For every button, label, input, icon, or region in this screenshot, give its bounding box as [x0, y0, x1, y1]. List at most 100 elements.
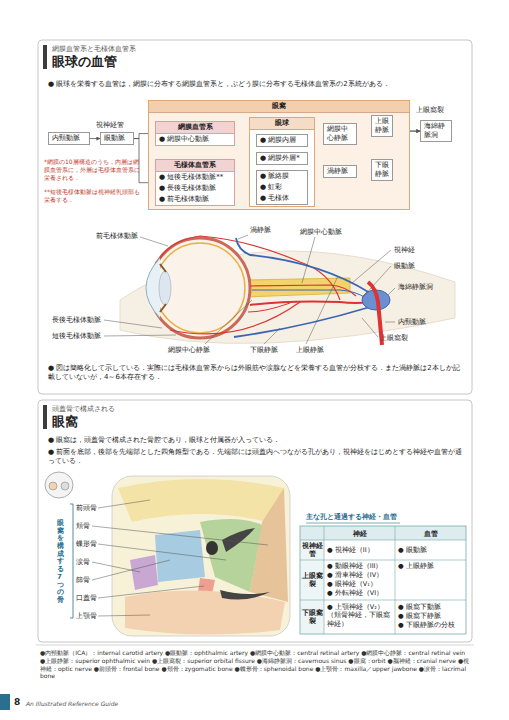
- region-box: 眼球 ● 網膜内層 ● 網膜外層* ● 脈絡膜● 虹彩● 毛様体: [249, 117, 315, 207]
- part-label: 短後毛様体動脈: [52, 332, 101, 340]
- table-cell: ● 滑車神経（IV）: [327, 571, 393, 579]
- box-text: 海綿静脈洞: [421, 121, 451, 141]
- skull-icon: [45, 472, 73, 498]
- box-heading: 眼窩: [149, 101, 409, 113]
- part-label: 下眼静脈: [250, 346, 278, 354]
- box-text: ● 脈絡膜: [257, 171, 307, 182]
- table-cell: ● 視神経（II）: [327, 546, 393, 554]
- table-cell: ● 上顎神経（V₂）（頬骨神経，下眼窩神経）: [327, 603, 393, 628]
- vein-box: 下眼静脈: [371, 159, 393, 181]
- part-label: 視神経管: [96, 121, 124, 129]
- part-label: 眼動脈: [394, 262, 415, 270]
- table-grid: [300, 523, 466, 634]
- table-cell: ● 上眼静脈: [398, 562, 464, 570]
- tissue-box: ● 網膜内層: [256, 134, 308, 147]
- tissue-box: ● 網膜外層*: [256, 152, 308, 165]
- part-label: 網膜中心静脈: [168, 346, 210, 354]
- bullet-text: ● 眼球を栄養する血管は，網膜に分布する網膜血管系と，ぶどう膜に分布する毛様体血…: [48, 80, 463, 89]
- subheading: 頭蓋骨で構成される: [52, 405, 115, 413]
- part-label: 長後毛様体動脈: [52, 316, 101, 324]
- bracket: [70, 504, 73, 618]
- orbit-illustration: [112, 476, 290, 636]
- part-label: 海綿静脈洞: [398, 283, 433, 291]
- connector-arrow: [90, 138, 100, 139]
- bone-label: 蝶形骨: [76, 540, 97, 548]
- bone-label: 上顎骨: [76, 612, 97, 620]
- table-cell: ● 動眼神経（III）: [327, 562, 393, 570]
- bone-label: 口蓋骨: [76, 594, 97, 602]
- box-text: ● 虹彩: [257, 182, 307, 193]
- part-label: 上眼窩裂: [380, 334, 408, 342]
- box-text: 上眼静脈: [372, 116, 392, 136]
- bone-label: 頬骨: [76, 522, 90, 530]
- box-text: ● 網膜外層*: [257, 153, 307, 164]
- subheading: 網膜血管系と毛様体血管系: [52, 45, 136, 53]
- vertical-label: 眼窩を構成する7つの骨: [57, 520, 64, 605]
- table-cell: ● 眼動脈: [398, 546, 464, 554]
- section-frame: [38, 40, 472, 394]
- heading-bar: [43, 45, 47, 69]
- table-rowhead: 上眼窩裂: [300, 572, 324, 589]
- leader-lines: [104, 235, 395, 344]
- table-cell: ● 眼窩下静脈: [398, 612, 464, 620]
- bone-label: 涙骨: [76, 558, 90, 566]
- page-tab: [0, 694, 10, 710]
- box-text: 眼動脈: [101, 133, 133, 144]
- table-header: 神経: [324, 530, 395, 538]
- vein-box: 網膜中心静脈: [323, 123, 357, 145]
- system-box: 毛様体血管系● 短後毛様体動脈**● 長後毛様体動脈● 前毛様体動脈: [155, 159, 235, 206]
- table-rowhead: 下眼窩裂: [300, 609, 324, 626]
- box-text: ● 毛様体: [257, 193, 307, 204]
- page-number: 8: [14, 697, 20, 709]
- part-label: 網膜中心動脈: [300, 228, 342, 236]
- tissue-box: ● 脈絡膜● 虹彩● 毛様体: [256, 170, 308, 205]
- table-title: 主な孔と通過する神経・血管: [306, 513, 397, 521]
- box-text: ● 長後毛様体動脈: [156, 183, 234, 194]
- part-label: 上眼窩裂: [416, 106, 444, 114]
- part-label: 内頸動脈: [398, 318, 426, 326]
- box-text: 下眼静脈: [372, 160, 392, 180]
- bullet-text: ● 眼窩は，頭蓋骨で構成された骨腔であり，眼球と付属器が入っている．: [48, 436, 463, 445]
- bullet-text: ● 図は簡略化して示している．実際には毛様体血管系からは外眼筋や涙腺などを栄養す…: [48, 364, 463, 382]
- box-text: 渦静脈: [324, 166, 356, 177]
- part-label: 前毛様体動脈: [96, 232, 138, 240]
- artery-box: 眼動脈: [100, 132, 134, 145]
- section-title: 眼窩: [52, 414, 78, 431]
- artery-box: 内頸動脈: [48, 132, 90, 145]
- eye-illustration: [120, 236, 455, 345]
- heading-bar: [43, 405, 47, 429]
- part-label: 渦静脈: [250, 226, 271, 234]
- footnote: **短後毛様体動脈は視神経乳頭部も栄養する．: [44, 188, 142, 204]
- bone-label: 前頭骨: [76, 504, 97, 512]
- table-rowhead: 視神経管: [300, 542, 324, 559]
- box-text: ● 網膜内層: [257, 135, 307, 146]
- system-box: 網膜血管系● 網膜中心動脈: [155, 121, 235, 146]
- box-text: ● 網膜中心動脈: [156, 134, 234, 145]
- sinus-box: 海綿静脈洞: [420, 120, 452, 142]
- part-label: 視神経: [394, 246, 415, 254]
- box-heading: 眼球: [250, 118, 314, 130]
- leader-lines: [92, 500, 268, 616]
- bullet-text: ● 前面を底部，後部を先端部とした四角錐型である．先端部には頭蓋内へつながる孔が…: [48, 448, 463, 466]
- box-text: ● 前毛様体動脈: [156, 194, 234, 205]
- vein-box: 上眼静脈: [371, 115, 393, 137]
- vein-box: 渦静脈: [323, 165, 357, 178]
- table-cell: ● 眼窩下動脈: [398, 603, 464, 611]
- section-frame: [38, 400, 472, 642]
- glossary: ●内頸動脈（ICA）：internal carotid artery ●眼動脈：…: [40, 649, 470, 680]
- running-footer: An Illustrated Reference Guide: [26, 700, 118, 708]
- table-cell: ● 下眼静脈の分枝: [398, 621, 464, 629]
- box-text: 内頸動脈: [49, 133, 89, 144]
- part-label: 上眼静脈: [296, 346, 324, 354]
- box-heading: 網膜血管系: [156, 122, 234, 134]
- box-text: ● 短後毛様体動脈**: [156, 172, 234, 183]
- table-cell: ● 外転神経（VI）: [327, 589, 393, 597]
- page-title: 眼球の血管: [52, 54, 117, 71]
- box-heading: 毛様体血管系: [156, 160, 234, 172]
- region-box: 眼窩網膜血管系● 網膜中心動脈毛様体血管系● 短後毛様体動脈**● 長後毛様体動…: [148, 100, 410, 210]
- table-cell: ● 眼神経（V₁）: [327, 580, 393, 588]
- bone-label: 篩骨: [76, 576, 90, 584]
- table-header: 血管: [395, 530, 466, 538]
- box-text: 網膜中心静脈: [324, 124, 356, 144]
- footnote: *網膜の10層構造のうち，内層は網膜血管系に，外層は毛様体血管系に栄養される．: [44, 158, 142, 181]
